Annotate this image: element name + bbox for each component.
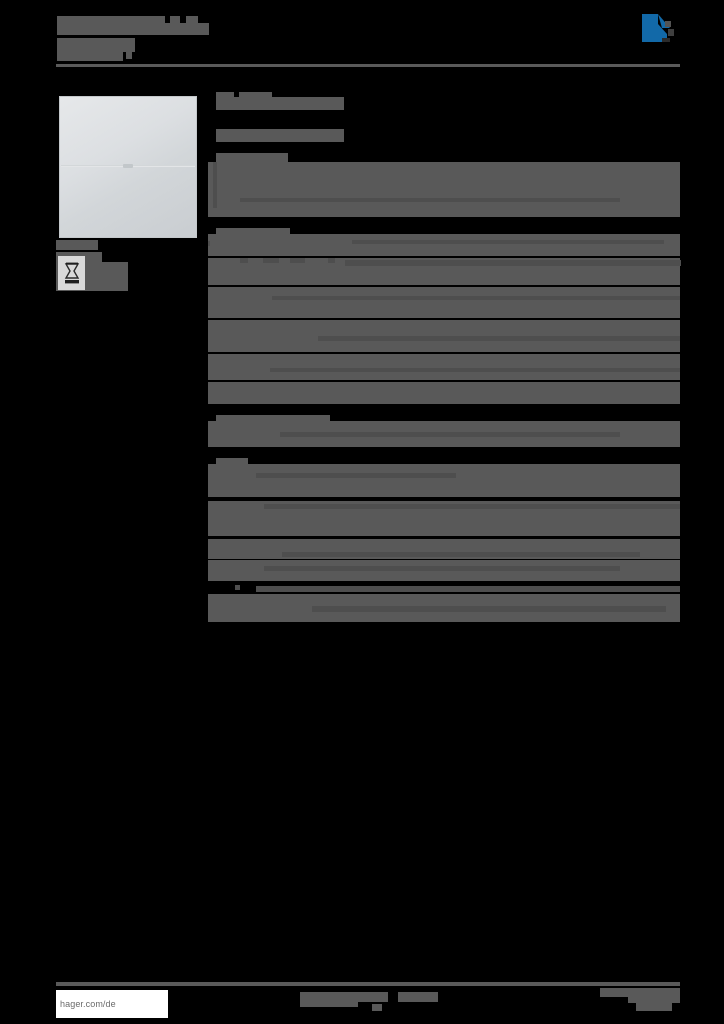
row-value-gap bbox=[240, 258, 248, 263]
footer-right-redacted bbox=[628, 988, 680, 1003]
page-subtitle-redacted bbox=[57, 38, 135, 52]
table-row bbox=[208, 234, 680, 256]
section-label-redacted bbox=[216, 458, 248, 468]
row-value-gap bbox=[352, 240, 664, 244]
section-label-redacted bbox=[216, 415, 330, 425]
footer-center-redacted bbox=[372, 1004, 382, 1011]
footer-center-redacted bbox=[300, 1000, 358, 1007]
footer-center-redacted bbox=[398, 992, 438, 1002]
page-title-redacted bbox=[186, 16, 198, 23]
hager-logo-icon bbox=[640, 12, 680, 50]
row-value-gap bbox=[264, 504, 680, 509]
page-title-redacted bbox=[57, 16, 165, 23]
row-value-gap bbox=[256, 586, 680, 592]
subheading-redacted bbox=[216, 129, 344, 142]
row-value-gap bbox=[235, 585, 240, 590]
row-value-gap bbox=[318, 336, 680, 341]
section-heading-redacted bbox=[216, 97, 344, 110]
footer-url-link[interactable]: hager.com/de bbox=[56, 990, 168, 1018]
row-divider bbox=[208, 241, 210, 246]
section-label-redacted bbox=[216, 228, 290, 238]
icon-row-block bbox=[95, 262, 128, 291]
row-value-gap bbox=[282, 552, 640, 557]
table-row bbox=[208, 382, 680, 404]
product-seam-notch bbox=[123, 164, 133, 168]
row-value-gap bbox=[256, 473, 456, 478]
row-value-gap bbox=[345, 260, 681, 266]
weee-crossed-out-wheelie-bin-icon bbox=[58, 256, 85, 290]
table-row bbox=[208, 287, 680, 318]
product-caption-redacted bbox=[56, 240, 98, 250]
footer-center-redacted bbox=[300, 992, 388, 1002]
row-value-gap bbox=[213, 162, 217, 208]
row-value-gap bbox=[240, 198, 620, 202]
product-photo bbox=[59, 96, 197, 238]
table-row bbox=[208, 464, 680, 497]
row-value-gap bbox=[280, 432, 620, 437]
row-value-gap bbox=[264, 566, 620, 571]
page-subtitle-redacted bbox=[126, 52, 132, 59]
footer-divider bbox=[56, 982, 680, 986]
footer-right-redacted bbox=[600, 988, 628, 997]
section-heading-redacted bbox=[216, 92, 234, 97]
page-title-redacted bbox=[57, 23, 209, 35]
row-value-gap bbox=[290, 258, 305, 263]
row-value-gap bbox=[270, 368, 680, 372]
page-title-redacted bbox=[170, 16, 180, 23]
row-value-gap bbox=[328, 258, 335, 263]
page-subtitle-redacted bbox=[57, 52, 123, 61]
row-value-gap bbox=[263, 258, 279, 263]
section-label-redacted bbox=[216, 153, 288, 163]
footer-right-redacted bbox=[636, 1003, 672, 1011]
table-row bbox=[208, 354, 680, 380]
header-divider bbox=[56, 64, 680, 67]
section-heading-redacted bbox=[239, 92, 272, 97]
table-row bbox=[208, 208, 680, 217]
row-value-gap bbox=[312, 606, 666, 612]
row-value-gap bbox=[272, 296, 680, 300]
